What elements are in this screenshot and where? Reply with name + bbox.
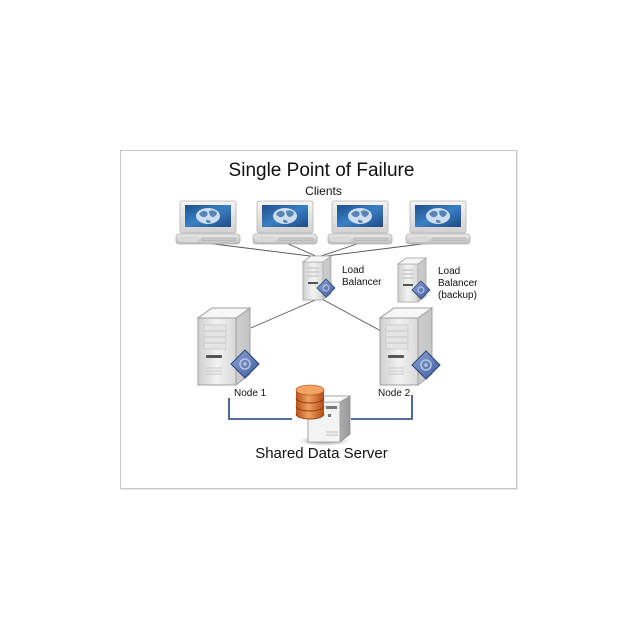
node-1-server-icon <box>197 307 260 386</box>
client-laptop-4 <box>405 200 471 245</box>
connector-client-4-lb <box>317 242 431 258</box>
connector-lb-node-1 <box>250 297 321 329</box>
connector-client-2-lb <box>285 242 319 258</box>
backup-load-balancer-label-line3: (backup) <box>438 290 477 301</box>
backup-load-balancer-label-line2: Balancer <box>438 278 478 289</box>
connector-client-3-lb <box>317 242 361 258</box>
shared-data-server-label: Shared Data Server <box>255 445 388 462</box>
node-2-server-icon <box>379 307 441 386</box>
node-1-label: Node 1 <box>234 388 267 399</box>
storage-connections <box>228 395 413 420</box>
load-balancer-label-line1: Load <box>342 265 365 276</box>
client-connections <box>205 242 431 258</box>
database-stack-icon <box>295 384 325 420</box>
client-laptop-3 <box>327 200 393 245</box>
node-2-label: Node 2 <box>378 388 411 399</box>
storage-link-node-1 <box>228 398 292 420</box>
load-balancer-label-line2: Balancer <box>342 277 382 288</box>
node-connections <box>250 297 382 332</box>
backup-load-balancer-label: Load Balancer (backup) <box>438 266 477 302</box>
connector-lb-node-2 <box>319 297 382 332</box>
load-balancer-server-icon <box>302 255 336 301</box>
backup-load-balancer-server-icon <box>397 257 431 303</box>
client-laptop-2 <box>252 200 318 245</box>
backup-load-balancer-label-line1: Load <box>438 266 461 277</box>
clients-label: Clients <box>305 184 342 198</box>
shared-data-server-icon <box>295 384 352 446</box>
load-balancer-label: Load Balancer <box>342 265 381 289</box>
storage-link-node-2 <box>351 395 413 420</box>
diagram-title: Single Point of Failure <box>228 160 415 181</box>
client-laptop-1 <box>175 200 241 245</box>
connector-client-1-lb <box>205 242 319 258</box>
